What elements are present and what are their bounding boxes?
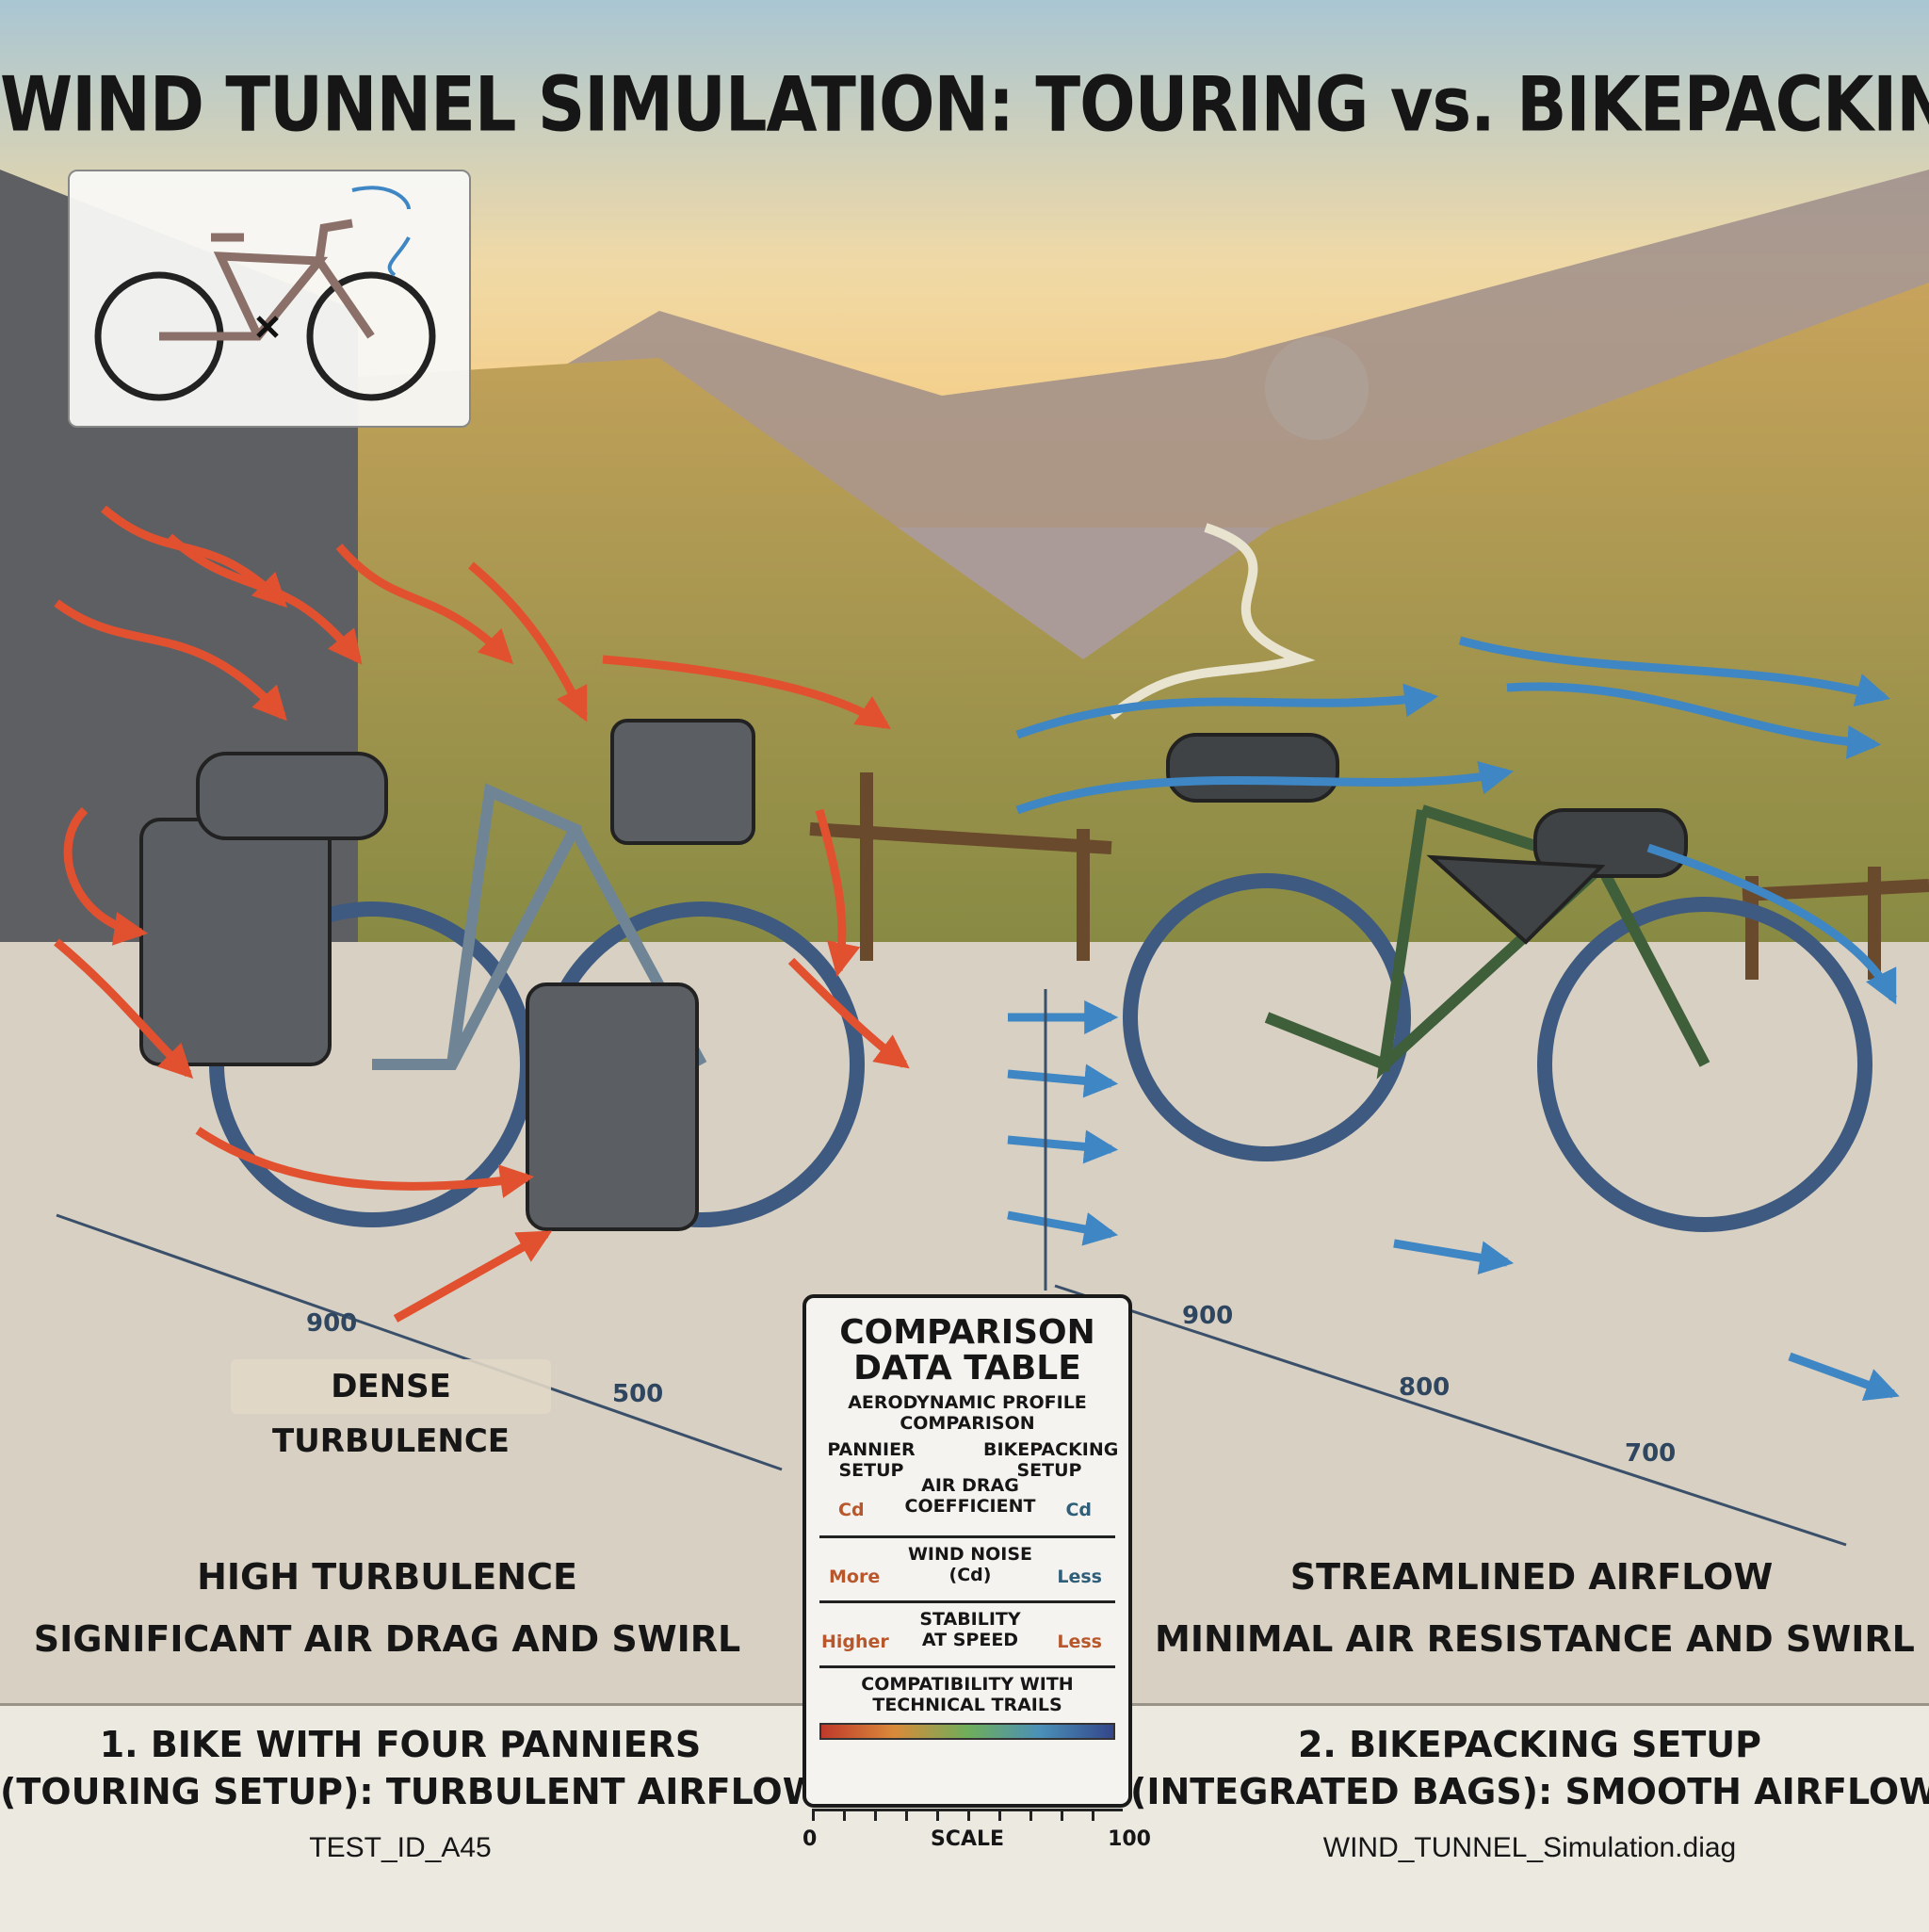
- pannier-value: More: [829, 1567, 881, 1587]
- dense-turbulence-label: DENSE TURBULENCE: [231, 1359, 551, 1460]
- comparison-data-table: COMPARISON DATA TABLE AERODYNAMIC PROFIL…: [802, 1294, 1132, 1808]
- dimension-label: 500: [612, 1380, 664, 1408]
- right-caption-line2: (INTEGRATED BAGS): SMOOTH AIRFLOW: [1130, 1771, 1929, 1812]
- metric-line2: (Cd): [948, 1565, 992, 1585]
- metric-trail-line1: COMPATIBILITY WITH: [861, 1674, 1074, 1695]
- table-title-line2: DATA TABLE: [853, 1349, 1081, 1388]
- metric-line2: COEFFICIENT: [904, 1496, 1036, 1517]
- reference-bike-inset: [68, 170, 471, 428]
- dimension-label: 900: [306, 1309, 358, 1338]
- metric-trail-line2: TECHNICAL TRAILS: [872, 1695, 1062, 1715]
- left-test-id: TEST_ID_A45: [309, 1832, 492, 1863]
- table-subtitle-line1: AERODYNAMIC PROFILE: [848, 1392, 1087, 1413]
- table-subtitle-line2: COMPARISON: [900, 1413, 1035, 1434]
- scale-ticks: [812, 1809, 1123, 1821]
- bikepacking-value: Less: [1057, 1632, 1102, 1652]
- pannier-value: Higher: [821, 1632, 889, 1652]
- scale-label: SCALE: [930, 1827, 1005, 1851]
- left-subheading: SIGNIFICANT AIR DRAG AND SWIRL: [33, 1618, 741, 1660]
- col-left-line1: PANNIER: [827, 1439, 916, 1460]
- scale-max: 100: [1108, 1827, 1151, 1851]
- col-right-line1: BIKEPACKING: [983, 1439, 1119, 1460]
- right-heading: STREAMLINED AIRFLOW: [1289, 1556, 1774, 1598]
- metric-wind-noise: WIND NOISE(Cd): [895, 1544, 1046, 1585]
- panniers: [139, 719, 755, 1231]
- bikepacking-value: Less: [1057, 1567, 1102, 1587]
- table-title-line1: COMPARISON: [839, 1313, 1095, 1352]
- right-caption-line1: 2. BIKEPACKING SETUP: [1297, 1724, 1762, 1765]
- col-right-line2: SETUP: [1016, 1460, 1082, 1481]
- metric-line1: STABILITY: [919, 1609, 1021, 1630]
- bikepacking-value: Cd: [1065, 1500, 1092, 1520]
- col-left-line2: SETUP: [838, 1460, 904, 1481]
- dimension-label: 900: [1182, 1302, 1234, 1330]
- dimension-label: 800: [1399, 1373, 1451, 1402]
- metric-line2: AT SPEED: [921, 1630, 1019, 1650]
- metric-line1: WIND NOISE: [907, 1544, 1033, 1565]
- right-file-id: WIND_TUNNEL_Simulation.diag: [1322, 1832, 1737, 1863]
- left-heading: HIGH TURBULENCE: [197, 1556, 577, 1598]
- compatibility-gradient-bar: [819, 1723, 1115, 1740]
- scale-axis: 0 SCALE 100: [802, 1799, 1151, 1865]
- pannier-value: Cd: [838, 1500, 865, 1520]
- dimension-label: 700: [1625, 1439, 1677, 1468]
- scale-min: 0: [802, 1827, 818, 1851]
- table-row: WIND NOISE(Cd) More Less: [819, 1538, 1115, 1603]
- page-title: WIND TUNNEL SIMULATION: TOURING vs. BIKE…: [0, 59, 1929, 150]
- metric-line1: AIR DRAG: [921, 1475, 1019, 1496]
- left-caption-line2: (TOURING SETUP): TURBULENT AIRFLOW: [0, 1771, 822, 1812]
- gravel-bike-icon: [94, 186, 436, 401]
- left-caption-line1: 1. BIKE WITH FOUR PANNIERS: [99, 1724, 702, 1765]
- right-subheading: MINIMAL AIR RESISTANCE AND SWIRL: [1155, 1618, 1915, 1660]
